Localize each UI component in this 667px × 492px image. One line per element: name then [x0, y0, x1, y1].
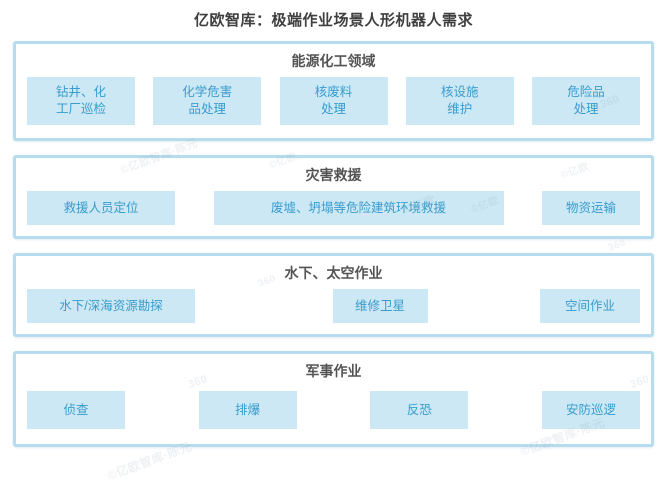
chip-item[interactable]: 危险品 处理 [532, 77, 640, 125]
page-title: 亿欧智库：极端作业场景人形机器人需求 [193, 12, 473, 29]
section-card-disaster-rescue: 灾害救援 救援人员定位 废墟、坍塌等危险建筑环境救援 物资运输 [13, 155, 654, 239]
chip-row: 侦查 排爆 反恐 安防巡逻 [16, 387, 651, 444]
section-card-energy-chemical: 能源化工领域 钻井、化 工厂巡检 化学危害 品处理 核废料 处理 核设施 维护 … [13, 41, 654, 141]
chip-item[interactable]: 废墟、坍塌等危险建筑环境救援 [213, 191, 504, 225]
section-title: 水下、太空作业 [284, 265, 383, 281]
chip-item[interactable]: 物资运输 [542, 191, 640, 225]
section-title: 灾害救援 [305, 167, 362, 183]
chip-row: 救援人员定位 废墟、坍塌等危险建筑环境救援 物资运输 [16, 191, 651, 236]
section-title: 能源化工领域 [291, 53, 376, 69]
chip-item[interactable]: 水下/深海资源勘探 [27, 289, 195, 323]
chip-item[interactable]: 空间作业 [540, 289, 640, 323]
diagram-container: 能源化工领域 钻井、化 工厂巡检 化学危害 品处理 核废料 处理 核设施 维护 … [0, 41, 667, 447]
chip-row: 水下/深海资源勘探 维修卫星 空间作业 [16, 289, 651, 334]
chip-item[interactable]: 侦查 [27, 391, 125, 429]
section-card-underwater-space: 水下、太空作业 水下/深海资源勘探 维修卫星 空间作业 [13, 253, 654, 337]
section-card-military: 军事作业 侦查 排爆 反恐 安防巡逻 [13, 351, 654, 447]
chip-item[interactable]: 维修卫星 [332, 289, 428, 323]
chip-item[interactable]: 反恐 [370, 391, 469, 429]
chip-item[interactable]: 钻井、化 工厂巡检 [27, 77, 135, 125]
section-title: 军事作业 [305, 363, 362, 379]
chip-item[interactable]: 救援人员定位 [27, 191, 175, 225]
chip-item[interactable]: 安防巡逻 [541, 391, 640, 429]
chip-item[interactable]: 核废料 处理 [279, 77, 388, 125]
chip-item[interactable]: 核设施 维护 [405, 77, 514, 125]
chip-row: 钻井、化 工厂巡检 化学危害 品处理 核废料 处理 核设施 维护 危险品 处理 [16, 77, 651, 138]
chip-item[interactable]: 化学危害 品处理 [153, 77, 262, 125]
chip-item[interactable]: 排爆 [198, 391, 297, 429]
